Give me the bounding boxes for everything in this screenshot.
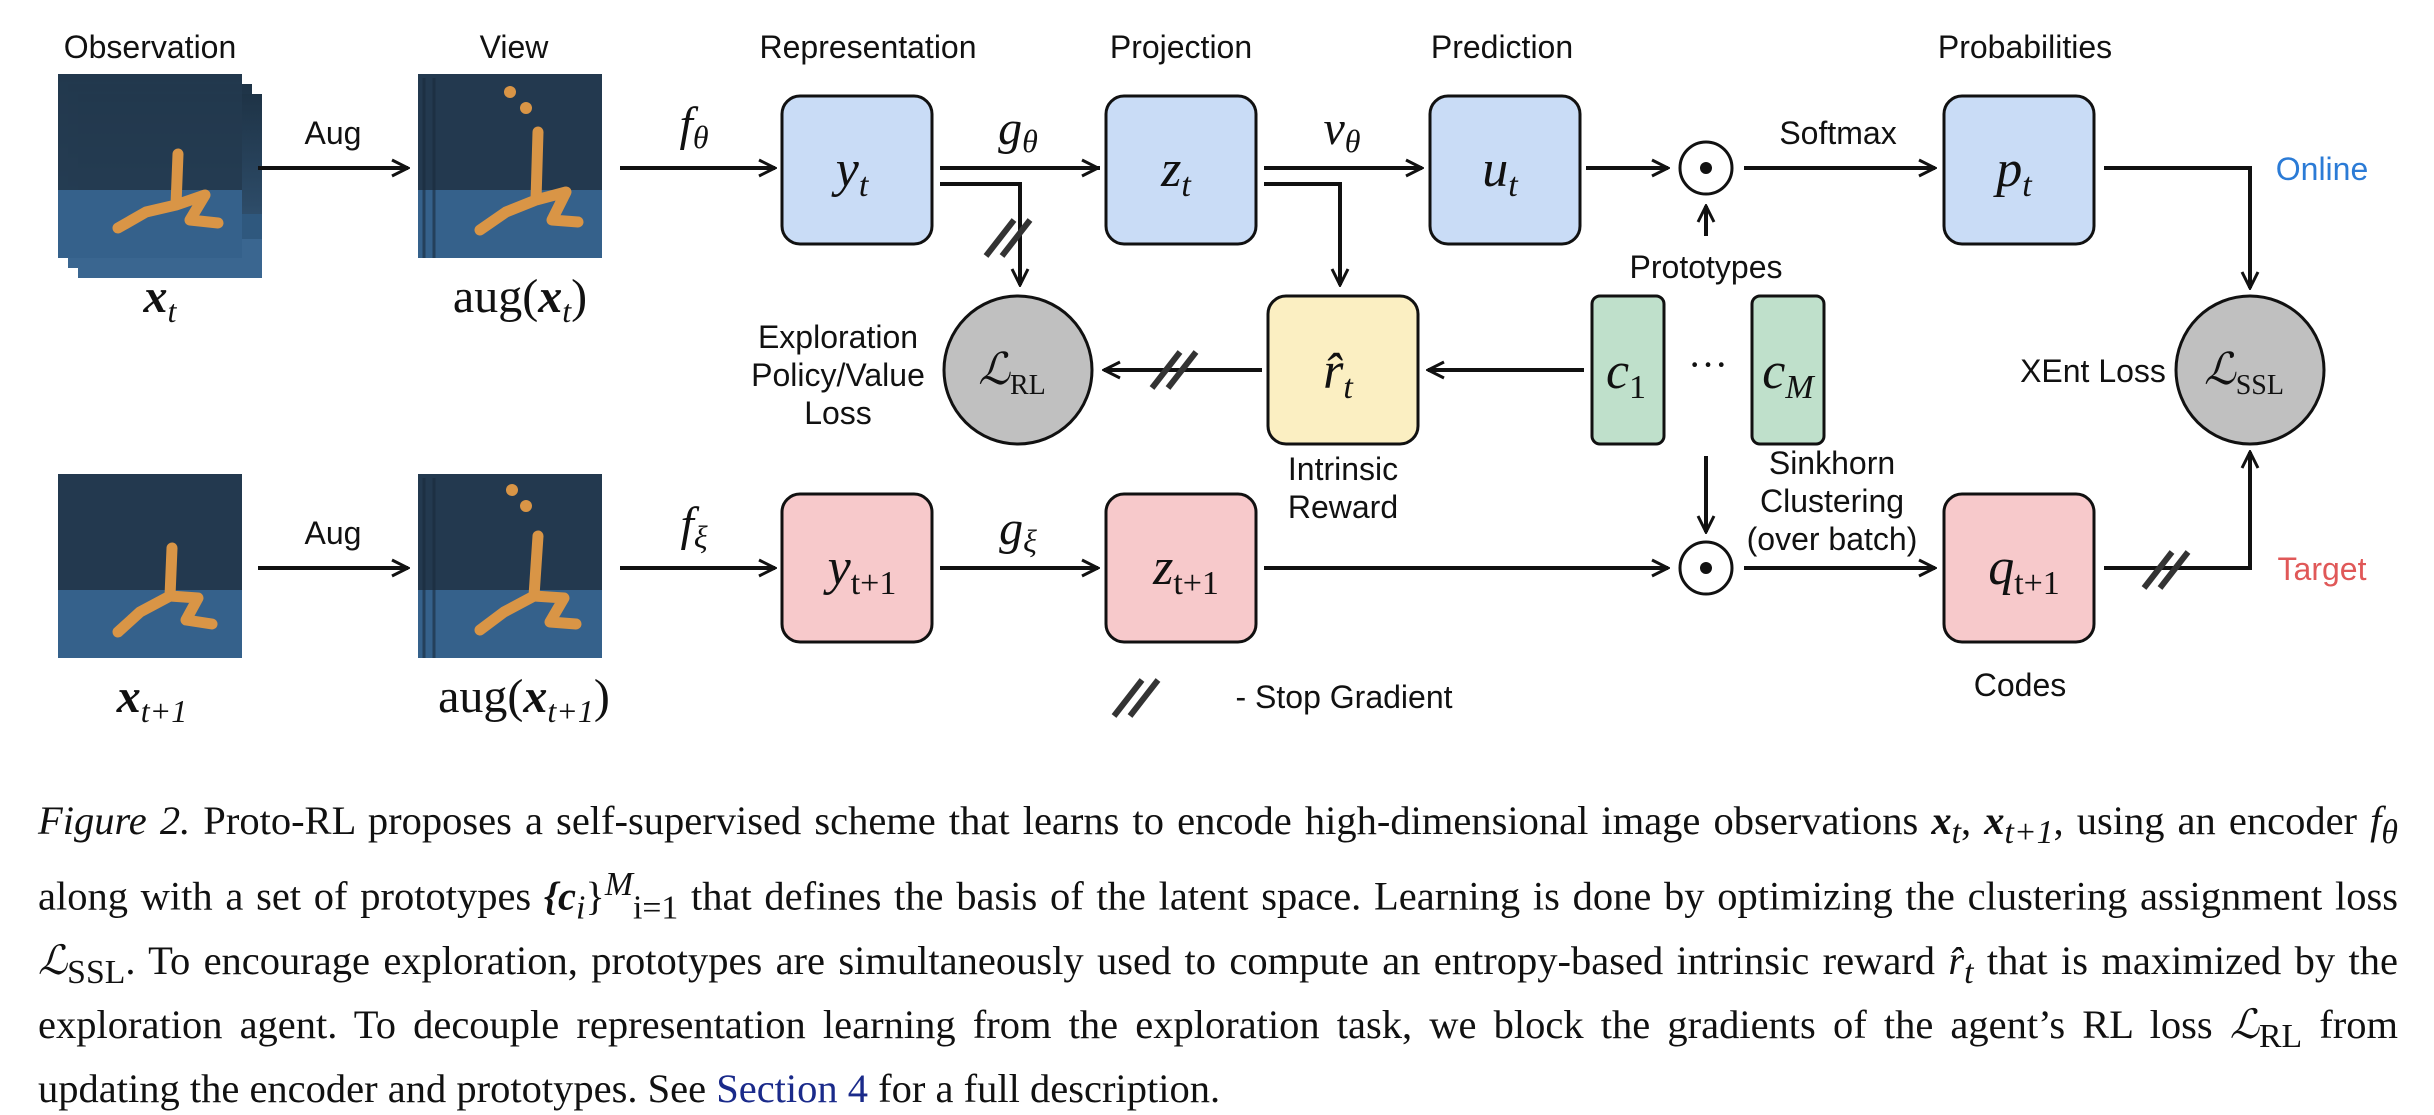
caption-math-r-hat-sub: t [1964, 953, 1974, 991]
node-q-t1 [1942, 492, 2096, 644]
stage-label-observation: Observation [64, 29, 237, 65]
caption-math-l-ssl: ℒ [38, 937, 68, 983]
caption-text-8: for a full description. [868, 1065, 1221, 1111]
edge-label-aug-bottom: Aug [305, 515, 362, 551]
caption-math-x-t: x [1931, 798, 1952, 843]
stage-label-probabilities: Probabilities [1938, 29, 2112, 65]
arrows-target [258, 452, 2250, 568]
caption-math-proto-set-sub: i [575, 889, 586, 927]
edge-label-f-theta: fθ [679, 98, 708, 155]
label-x-t: xt [143, 270, 178, 329]
node-label-u-t: ut [1482, 141, 1519, 204]
edge-label-softmax: Softmax [1779, 115, 1896, 151]
caption-math-proto-range-sup: M [604, 866, 633, 904]
node-y-t1 [780, 492, 934, 644]
node-label-r-hat: r̂t [1323, 343, 1354, 406]
edge-label-f-xi: fξ [680, 498, 707, 555]
node-label-l-rl: ℒRL [978, 345, 1045, 401]
prototype-ellipsis: ··· [1688, 342, 1728, 387]
caption-math-r-hat: r̂ [1948, 937, 1965, 983]
node-label-c-1: c1 [1606, 343, 1646, 406]
stage-label-projection: Projection [1110, 29, 1252, 65]
caption-text-3: along with a set of prototypes [38, 873, 544, 919]
annotation-prototypes: Prototypes [1630, 249, 1783, 285]
annotation-sinkhorn-2: Clustering [1760, 483, 1904, 519]
annotation-target: Target [2278, 551, 2367, 587]
edge-label-g-theta: gθ [998, 102, 1038, 159]
edge-label-aug-top: Aug [305, 115, 362, 151]
caption-text-1: Proto-RL proposes a self-supervised sche… [190, 798, 1932, 843]
annotation-intrinsic-2: Reward [1288, 489, 1398, 525]
node-label-y-t: yt [831, 141, 870, 204]
caption-text-6: that is maximized by the exploration age… [38, 937, 2398, 1047]
figure-caption: Figure 2. Proto-RL proposes a self-super… [38, 795, 2398, 1115]
node-label-l-ssl: ℒSSL [2204, 345, 2284, 401]
annotation-sinkhorn-1: Sinkhorn [1769, 445, 1895, 481]
observation-image-t1 [58, 474, 242, 658]
label-aug-x-t: aug(xt) [453, 270, 587, 329]
node-label-y-t1: yt+1 [823, 539, 897, 602]
stage-label-representation: Representation [759, 29, 976, 65]
node-r-hat [1266, 294, 1420, 446]
node-z-t1 [1104, 492, 1258, 644]
node-l-ssl [2174, 294, 2326, 446]
annotation-stop-gradient: - Stop Gradient [1236, 679, 1453, 715]
node-c-1 [1590, 294, 1666, 446]
caption-math-x-t1-sub: t+1 [2004, 814, 2054, 852]
proto-rl-diagram: Observation View Representation Projecti… [58, 29, 2369, 729]
view-image-t [418, 74, 602, 258]
caption-math-f: f [2370, 798, 2382, 843]
caption-text-2: , using an encoder [2053, 798, 2371, 843]
node-y-t [780, 94, 934, 246]
label-aug-x-t1: aug(xt+1) [438, 670, 610, 729]
caption-math-f-sub: θ [2381, 814, 2399, 852]
edge-label-g-xi: gξ [999, 502, 1037, 559]
label-x-t1: xt+1 [116, 670, 187, 729]
node-label-c-M: cM [1762, 343, 1815, 406]
node-c-M [1750, 294, 1826, 446]
annotation-intrinsic-1: Intrinsic [1288, 451, 1398, 487]
caption-text-4: that defines the basis of the latent spa… [678, 873, 2398, 919]
annotation-exploration-1: Exploration [758, 319, 918, 355]
node-z-t [1104, 94, 1258, 246]
annotation-codes: Codes [1974, 667, 2067, 703]
node-u-t [1428, 94, 1582, 246]
node-label-q-t1: qt+1 [1988, 539, 2060, 602]
stage-label-prediction: Prediction [1431, 29, 1573, 65]
node-l-rl [942, 294, 1094, 446]
caption-math-proto-set: {c [543, 873, 576, 919]
caption-section-link[interactable]: Section 4 [716, 1065, 869, 1111]
arrows-online [258, 168, 2250, 532]
node-label-z-t: zt [1160, 141, 1192, 204]
caption-math-proto-range-sub: i=1 [632, 889, 679, 927]
edge-label-v-theta: vθ [1323, 102, 1360, 159]
stage-label-view: View [480, 29, 550, 65]
node-label-z-t1: zt+1 [1152, 539, 1219, 602]
annotation-exploration-2: Policy/Value [751, 357, 925, 393]
caption-math-x-t1: x [1984, 798, 2005, 843]
node-p-t [1942, 94, 2096, 246]
annotation-sinkhorn-3: (over batch) [1747, 521, 1918, 557]
node-label-p-t: pt [1992, 141, 2033, 204]
stop-gradient-marks [983, 218, 2191, 718]
annotation-online: Online [2276, 151, 2369, 187]
observation-image-t [58, 74, 262, 278]
caption-math-x-t-sub: t [1951, 814, 1961, 852]
view-image-t1 [418, 474, 602, 658]
caption-text-5: . To encourage exploration, prototypes a… [125, 937, 1949, 983]
caption-figure-label: Figure 2. [38, 798, 191, 843]
annotation-exploration-3: Loss [804, 395, 872, 431]
caption-math-l-ssl-sub: SSL [67, 953, 126, 991]
caption-math-l-rl: ℒ [2229, 1001, 2259, 1047]
caption-comma: , [1960, 798, 1985, 843]
caption-math-proto-set-close: } [585, 873, 605, 919]
caption-math-l-rl-sub: RL [2259, 1017, 2303, 1055]
annotation-xent-loss: XEnt Loss [2020, 353, 2166, 389]
